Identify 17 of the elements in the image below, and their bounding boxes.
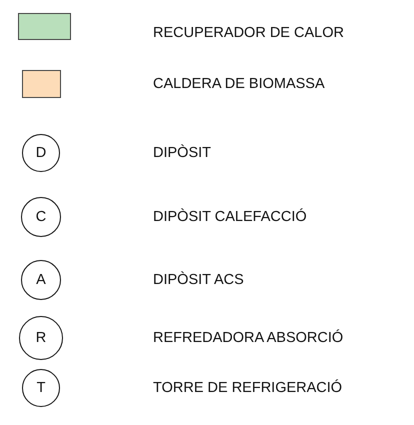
- symbol-letter: C: [36, 209, 46, 225]
- circle-symbol: [21, 197, 61, 237]
- circle-symbol: [22, 134, 60, 172]
- symbol-letter: R: [36, 330, 46, 346]
- symbol-letter: D: [36, 145, 46, 161]
- symbol-description: DIPÒSIT ACS: [153, 271, 244, 289]
- symbol-description: REFREDADORA ABSORCIÓ: [153, 329, 344, 347]
- symbol-description: DIPÒSIT CALEFACCIÓ: [153, 208, 307, 226]
- symbol-description: TORRE DE REFRIGERACIÓ: [153, 379, 342, 397]
- circle-symbol: [19, 316, 63, 360]
- symbol-description: DIPÒSIT: [153, 144, 212, 162]
- legend-label: RECUPERADOR DE CALOR: [153, 24, 344, 42]
- symbol-letter: A: [36, 272, 46, 288]
- circle-symbol: [22, 369, 60, 407]
- legend-label: CALDERA DE BIOMASSA: [153, 75, 325, 93]
- symbol-letter: T: [36, 380, 46, 396]
- circle-symbol: [21, 260, 61, 300]
